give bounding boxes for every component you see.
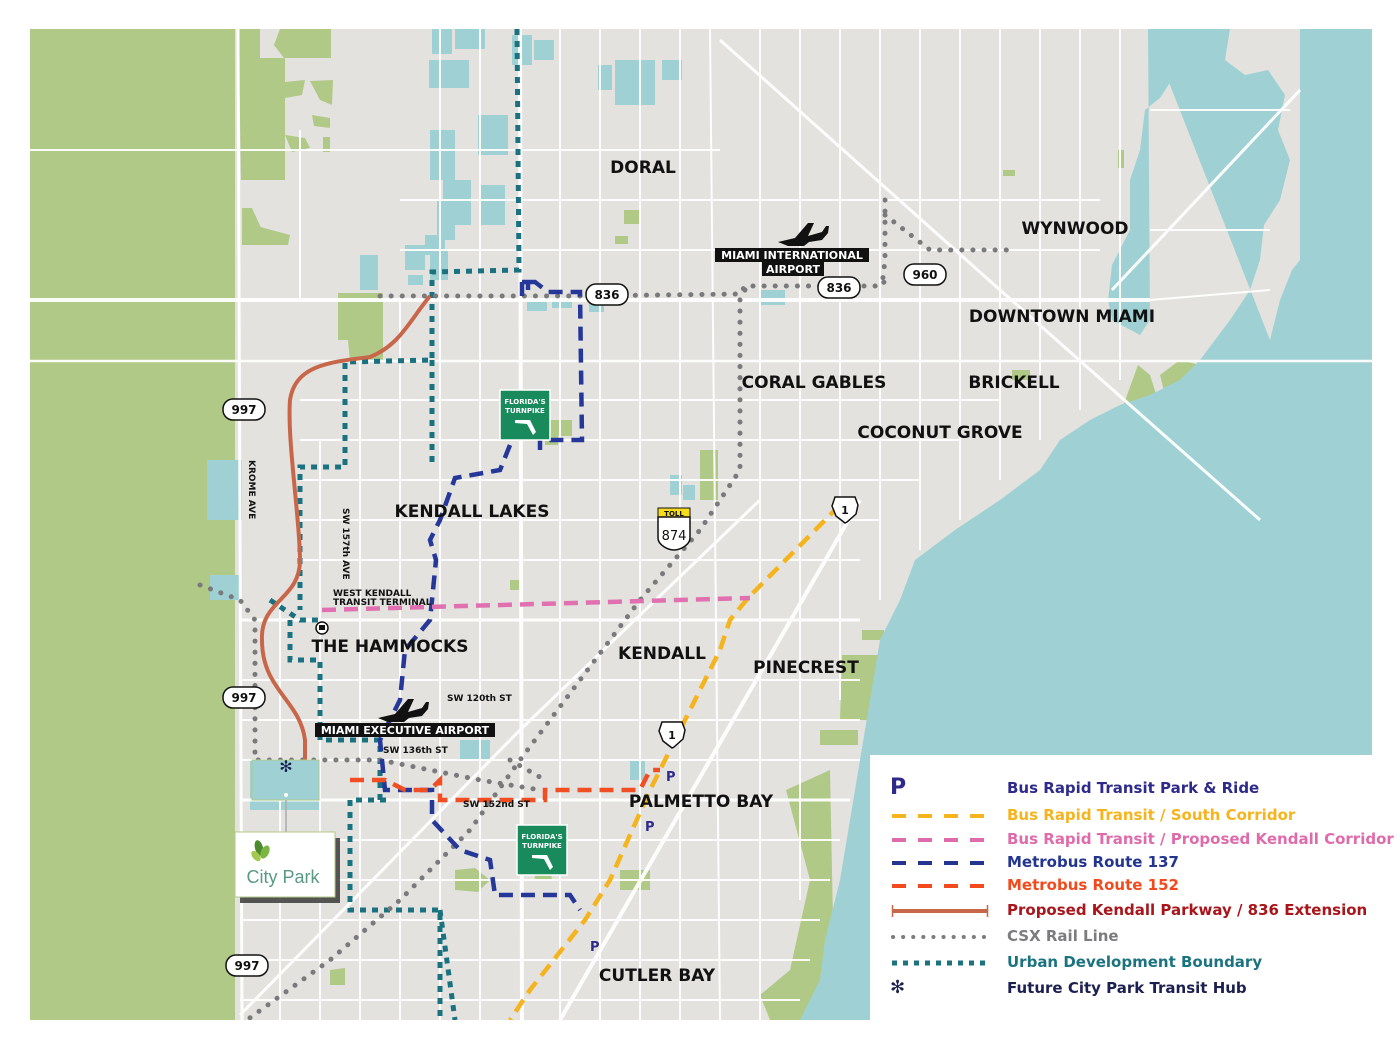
label-wynwood: WYNWOOD — [1021, 219, 1128, 239]
csx-rail-line — [197, 197, 1018, 1020]
label-doral: DORAL — [610, 158, 676, 178]
svg-text:FLORIDA'S: FLORIDA'S — [521, 833, 562, 841]
shield-997-south: 997 — [225, 954, 269, 977]
legend-item-csx: CSX Rail Line — [870, 925, 1372, 949]
svg-text:FLORIDA'S: FLORIDA'S — [504, 398, 545, 406]
red-dash-line-icon — [892, 884, 988, 888]
label-palmetto-bay: PALMETTO BAY — [629, 792, 774, 812]
shield-us1-north: 1 — [831, 496, 859, 524]
label-kendall: KENDALL — [618, 644, 706, 664]
miami-international-airport-icon — [778, 223, 829, 246]
legend-item-route-152: Metrobus Route 152 — [870, 874, 1372, 898]
shield-874-toll: TOLL 874 — [657, 507, 691, 551]
svg-text:TURNPIKE: TURNPIKE — [505, 407, 545, 415]
brt-kendall-corridor — [321, 595, 751, 613]
svg-text:SW 120th ST: SW 120th ST — [447, 694, 513, 704]
street-labels: KROME AVE SW 157th AVE WEST KENDALL TRAN… — [246, 460, 531, 810]
label-pinecrest: PINECREST — [753, 658, 859, 678]
svg-text:SW 136th ST: SW 136th ST — [383, 746, 449, 756]
neighborhood-labels: DORAL WYNWOOD DOWNTOWN MIAMI CORAL GABLE… — [312, 158, 1156, 986]
legend-item-brt-south: Bus Rapid Transit / South Corridor — [870, 804, 1372, 828]
legend-item-udb: Urban Development Boundary — [870, 951, 1372, 975]
miami-executive-airport-icon — [378, 699, 429, 722]
turnpike-shield-south: FLORIDA'S TURNPIKE — [516, 824, 568, 876]
metrobus-route-152 — [350, 767, 660, 803]
svg-text:997: 997 — [231, 403, 256, 417]
svg-text:997: 997 — [234, 959, 259, 973]
svg-text:SW 157th AVE: SW 157th AVE — [340, 508, 350, 580]
city-park-hub-parcel: ✻ — [251, 759, 320, 832]
shield-997-north: 997 — [222, 398, 266, 421]
svg-text:WEST KENDALL: WEST KENDALL — [333, 589, 412, 599]
svg-text:874: 874 — [662, 529, 687, 544]
hub-icon: ✻ — [279, 759, 292, 776]
svg-text:P: P — [645, 820, 655, 835]
transit-hub-icon: ✻ — [890, 977, 906, 998]
svg-text:P: P — [666, 770, 676, 785]
park-ride-icon: P — [890, 775, 907, 800]
svg-text:MIAMI EXECUTIVE AIRPORT: MIAMI EXECUTIVE AIRPORT — [321, 724, 490, 737]
shield-997-middle: 997 — [222, 686, 266, 709]
pink-dash-line-icon — [892, 838, 988, 842]
gray-dots-line-icon — [891, 935, 990, 939]
label-coconut-grove: COCONUT GROVE — [857, 423, 1022, 443]
parkway-bar-icon — [891, 905, 989, 917]
label-brickell: BRICKELL — [968, 373, 1059, 393]
transit-terminal-icon — [315, 621, 329, 635]
svg-text:AIRPORT: AIRPORT — [766, 263, 820, 276]
svg-text:960: 960 — [912, 268, 937, 282]
label-kendall-lakes: KENDALL LAKES — [395, 502, 550, 522]
svg-text:TRANSIT TERMINAL: TRANSIT TERMINAL — [333, 598, 432, 608]
brt-south-corridor — [508, 503, 842, 1020]
svg-text:836: 836 — [594, 288, 619, 302]
svg-text:1: 1 — [668, 729, 676, 742]
svg-text:997: 997 — [231, 691, 256, 705]
label-downtown-miami: DOWNTOWN MIAMI — [969, 307, 1155, 327]
svg-text:SW 152nd ST: SW 152nd ST — [463, 800, 531, 810]
label-coral-gables: CORAL GABLES — [742, 373, 887, 393]
svg-text:KROME AVE: KROME AVE — [246, 460, 256, 519]
blue-dash-line-icon — [892, 861, 988, 865]
city-park-logo: City Park — [234, 831, 340, 903]
shield-836-east: 836 — [817, 276, 861, 299]
legend-item-route-137: Metrobus Route 137 — [870, 851, 1372, 875]
legend-item-parkway: Proposed Kendall Parkway / 836 Extension — [870, 899, 1372, 923]
turnpike-shield-north: FLORIDA'S TURNPIKE — [499, 389, 551, 441]
yellow-dash-line-icon — [892, 814, 988, 818]
svg-text:TOLL: TOLL — [664, 510, 684, 518]
shield-960: 960 — [903, 263, 947, 286]
legend-item-park-ride: P Bus Rapid Transit Park & Ride — [890, 775, 1260, 800]
svg-text:P: P — [590, 940, 600, 955]
map-legend: P Bus Rapid Transit Park & Ride Bus Rapi… — [870, 755, 1394, 1020]
miami-executive-airport-label: MIAMI EXECUTIVE AIRPORT — [315, 723, 495, 737]
city-park-logo-text: City Park — [246, 867, 320, 887]
legend-item-brt-kendall: Bus Rapid Transit / Proposed Kendall Cor… — [870, 828, 1394, 852]
proposed-kendall-parkway — [259, 294, 432, 760]
green-areas — [30, 29, 1218, 1020]
svg-text:836: 836 — [826, 281, 851, 295]
svg-text:1: 1 — [841, 504, 849, 517]
shield-us1-south: 1 — [658, 721, 686, 749]
label-the-hammocks: THE HAMMOCKS — [312, 637, 469, 657]
svg-text:MIAMI INTERNATIONAL: MIAMI INTERNATIONAL — [721, 249, 863, 262]
miami-international-airport-label: MIAMI INTERNATIONAL AIRPORT — [715, 248, 869, 276]
park-and-ride-markers: P P P — [590, 770, 676, 955]
urban-development-boundary — [268, 29, 522, 1020]
legend-item-transit-hub: ✻ Future City Park Transit Hub — [870, 977, 1372, 1001]
label-cutler-bay: CUTLER BAY — [599, 966, 716, 986]
teal-squares-line-icon — [892, 960, 988, 966]
svg-text:TURNPIKE: TURNPIKE — [522, 842, 562, 850]
shield-836-west: 836 — [585, 283, 629, 306]
